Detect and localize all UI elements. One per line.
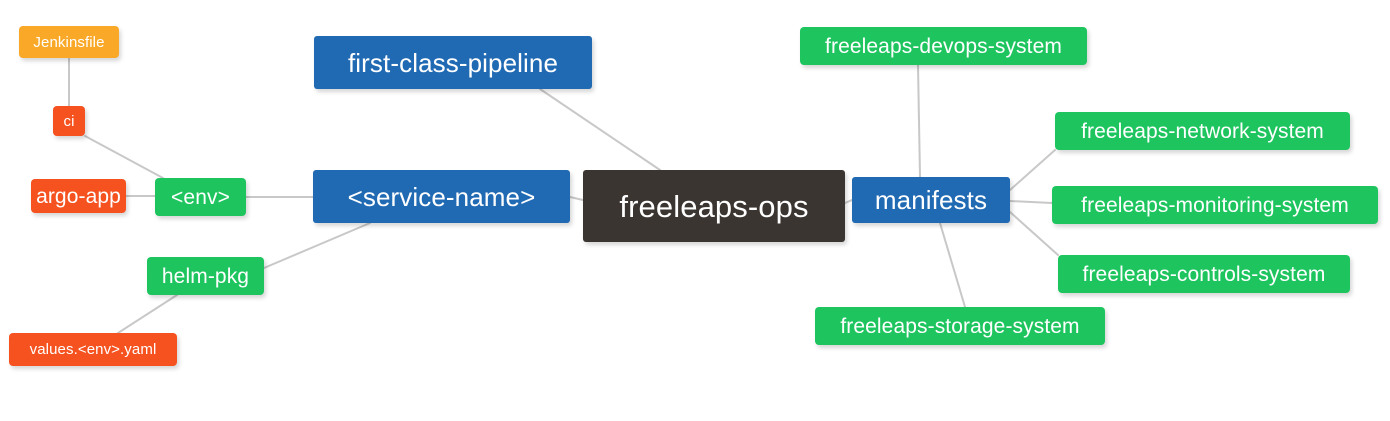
edge-service-name-to-freeleaps-ops <box>569 196 584 201</box>
edge-first-class-pipeline-to-freeleaps-ops <box>539 88 661 171</box>
mindmap-node-freeleaps-ops[interactable]: freeleaps-ops <box>583 170 845 242</box>
mindmap-node-helm-pkg[interactable]: helm-pkg <box>147 257 264 295</box>
mindmap-node-freeleaps-controls-system[interactable]: freeleaps-controls-system <box>1058 255 1350 293</box>
edge-manifests-to-freeleaps-monitoring-system <box>1009 200 1053 204</box>
edge-values-env-yaml-to-helm-pkg <box>117 294 178 334</box>
mindmap-node-freeleaps-network-system[interactable]: freeleaps-network-system <box>1055 112 1350 150</box>
edge-manifests-to-freeleaps-storage-system <box>939 222 966 308</box>
mindmap-node-ci[interactable]: ci <box>53 106 85 136</box>
mindmap-node-jenkinsfile[interactable]: Jenkinsfile <box>19 26 119 58</box>
mindmap-node-freeleaps-monitoring-system[interactable]: freeleaps-monitoring-system <box>1052 186 1378 224</box>
mindmap-node-values-env-yaml[interactable]: values.<env>.yaml <box>9 333 177 366</box>
edge-manifests-to-freeleaps-network-system <box>1009 149 1056 191</box>
mindmap-node-freeleaps-devops-system[interactable]: freeleaps-devops-system <box>800 27 1087 65</box>
mindmap-node-manifests[interactable]: manifests <box>852 177 1010 223</box>
mindmap-node-service-name[interactable]: <service-name> <box>313 170 570 223</box>
mindmap-node-argo-app[interactable]: argo-app <box>31 179 126 213</box>
edge-helm-pkg-to-service-name <box>263 222 371 269</box>
mindmap-node-env[interactable]: <env> <box>155 178 246 216</box>
edge-freeleaps-ops-to-manifests <box>844 199 853 204</box>
mindmap-node-freeleaps-storage-system[interactable]: freeleaps-storage-system <box>815 307 1105 345</box>
edge-manifests-to-freeleaps-devops-system <box>917 64 921 178</box>
edge-manifests-to-freeleaps-controls-system <box>1009 211 1059 256</box>
mindmap-node-first-class-pipeline[interactable]: first-class-pipeline <box>314 36 592 89</box>
edge-ci-to-env <box>84 135 164 179</box>
